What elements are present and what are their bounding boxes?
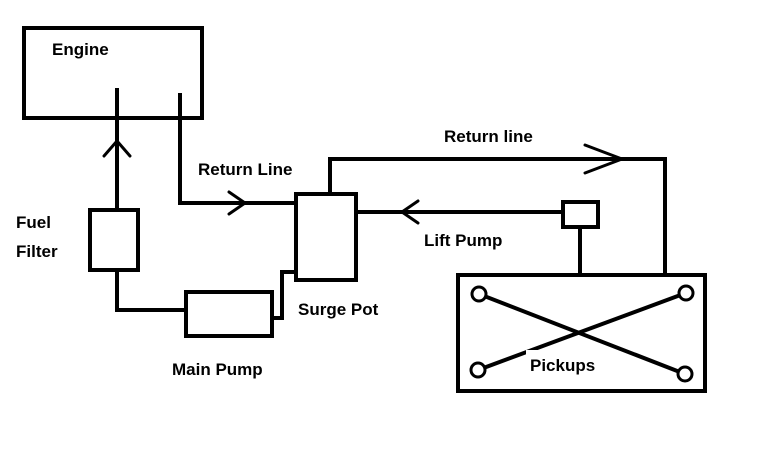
up-arrow-to-engine (102, 139, 132, 158)
pickup-top-right (677, 284, 695, 302)
engine-return-line (178, 93, 298, 205)
engine-box (22, 26, 204, 120)
return-line-arrow-left (227, 190, 247, 216)
lift-pump-label: Lift Pump (424, 231, 502, 250)
surge-pot-label: Surge Pot (298, 300, 379, 319)
return-line-label-left: Return Line (198, 160, 292, 179)
fuel-filter-label-line2: Filter (16, 242, 58, 261)
return-line-arrow-right (583, 143, 624, 175)
pickup-bottom-right (676, 365, 694, 383)
fuel-filter-label-line1: Fuel (16, 213, 51, 232)
tank-return-line (328, 157, 667, 294)
pickups-label-bg (526, 350, 606, 374)
pickup-top-left (470, 285, 488, 303)
pickups-label: Pickups (530, 356, 595, 375)
surge-pot-to-main-pump-line (270, 270, 298, 320)
lift-pump-flow-arrow (400, 199, 420, 225)
pickup-line-b (475, 290, 689, 373)
lift-pump-box (561, 200, 600, 229)
main-pump-label: Main Pump (172, 360, 263, 379)
filter-to-main-pump-line (115, 268, 188, 312)
surge-pot-box (294, 192, 358, 282)
main-pump-box (184, 290, 274, 338)
fuel-filter-box (88, 208, 140, 272)
engine-label: Engine (52, 40, 109, 59)
pickup-line-a (476, 291, 688, 377)
pickup-bottom-left (469, 361, 487, 379)
return-line-label-right: Return line (444, 127, 533, 146)
